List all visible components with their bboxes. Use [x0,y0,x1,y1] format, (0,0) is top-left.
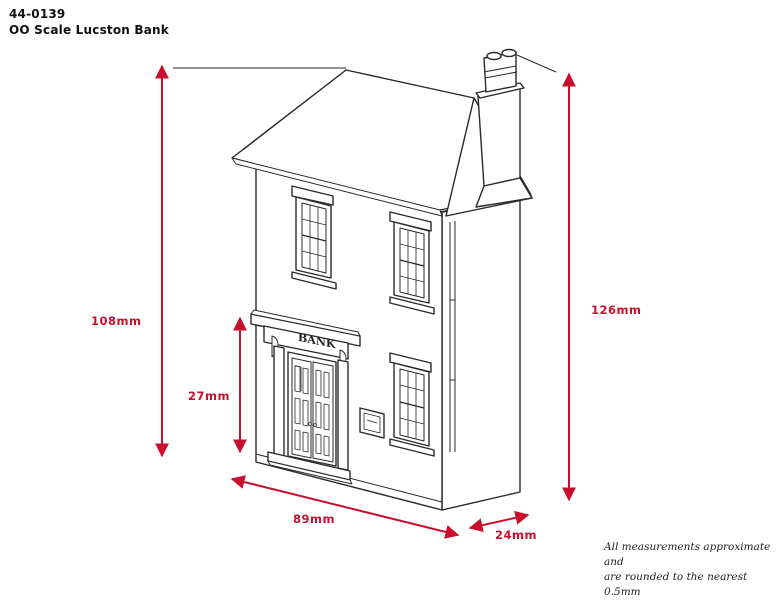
side-wall [441,199,521,511]
footnote-line-1: All measurements approximate and [604,541,771,568]
dimension-arrows [155,64,576,539]
product-code: 44-0139 [9,7,66,21]
chimney [475,48,533,208]
leader-lines [173,54,557,73]
building [231,48,533,511]
window-upper-left [291,185,337,290]
letter-box [359,407,385,439]
depth-arrow [468,510,530,533]
measurement-footnote: All measurements approximate and are rou… [604,540,780,600]
depth-label: 24mm [495,528,537,542]
doorway [250,309,361,485]
height-total-label: 108mm [91,314,142,328]
door-height-label: 27mm [188,389,230,403]
window-upper-right [389,211,435,315]
product-title: OO Scale Lucston Bank [9,23,169,37]
width-label: 89mm [293,512,335,526]
footnote-line-2: are rounded to the nearest 0.5mm [604,571,748,598]
height-chimney-label: 126mm [591,303,642,317]
width-arrow [230,475,460,539]
window-lower-right [389,352,435,457]
drainpipe [449,221,456,452]
